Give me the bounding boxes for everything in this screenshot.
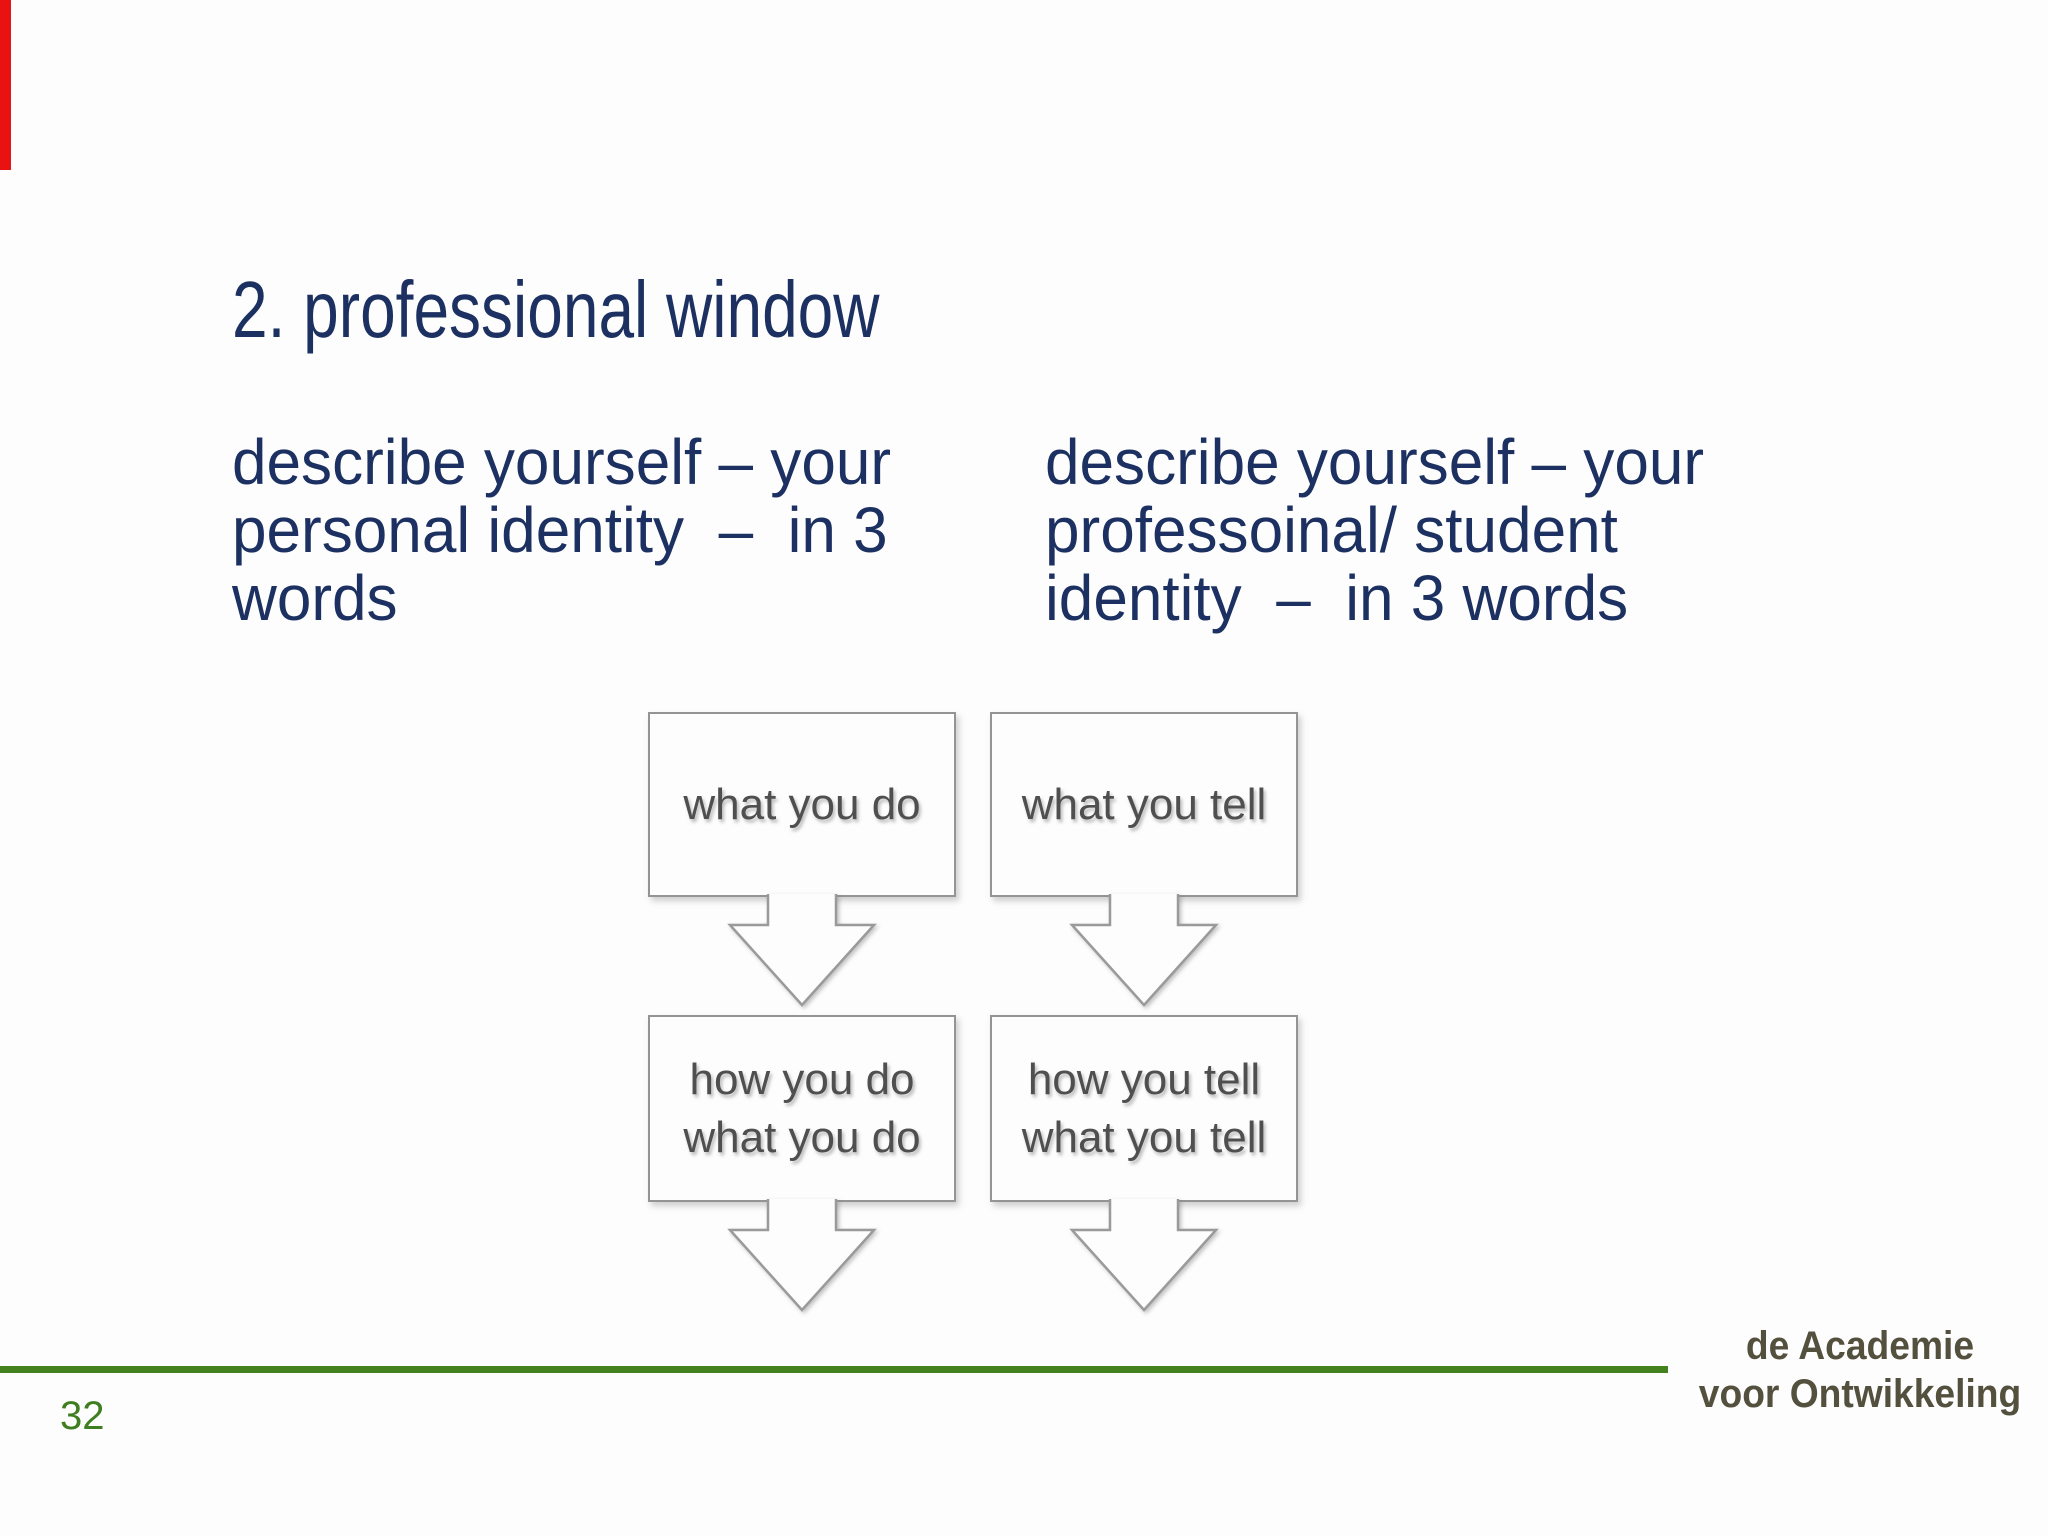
paragraph-line: words <box>232 562 398 634</box>
diagram-box-how-you-tell: how you tell what you tell <box>990 1015 1298 1202</box>
box-label: what you tell <box>1021 779 1267 829</box>
page-number: 32 <box>60 1394 105 1438</box>
diagram-box-what-you-do: what you do <box>648 712 956 897</box>
box-label: what you do <box>683 779 921 829</box>
down-arrow-icon <box>1069 894 1219 1008</box>
down-arrow-icon <box>1069 1199 1219 1313</box>
down-arrow-icon <box>727 894 877 1008</box>
diagram-box-how-you-do: how you do what you do <box>648 1015 956 1202</box>
logo-text-line: voor Ontwikkeling <box>1698 1372 2022 1416</box>
intro-paragraph-personal: describe yourself – your personal identi… <box>232 428 891 632</box>
box-label: how you tell <box>1027 1054 1261 1104</box>
paragraph-line: professoinal/ student <box>1045 494 1618 566</box>
paragraph-line: personal identity – in 3 <box>232 494 888 566</box>
paragraph-line: describe yourself – your <box>1045 426 1705 498</box>
diagram-box-what-you-tell: what you tell <box>990 712 1298 897</box>
box-label: what you do <box>683 1112 921 1162</box>
footer-divider-line <box>0 1366 1668 1373</box>
paragraph-line: identity – in 3 words <box>1045 562 1629 634</box>
academie-logo: de Academie voor Ontwikkeling <box>1655 1322 2048 1418</box>
intro-paragraph-professional: describe yourself – your professoinal/ s… <box>1045 428 1704 632</box>
paragraph-line: describe yourself – your <box>232 426 892 498</box>
box-label: how you do <box>689 1054 915 1104</box>
down-arrow-icon <box>727 1199 877 1313</box>
logo-text-line: de Academie <box>1745 1324 1975 1368</box>
slide-title: 2. professional window <box>232 265 880 354</box>
box-label: what you tell <box>1021 1112 1267 1162</box>
red-accent-bar <box>0 0 11 170</box>
